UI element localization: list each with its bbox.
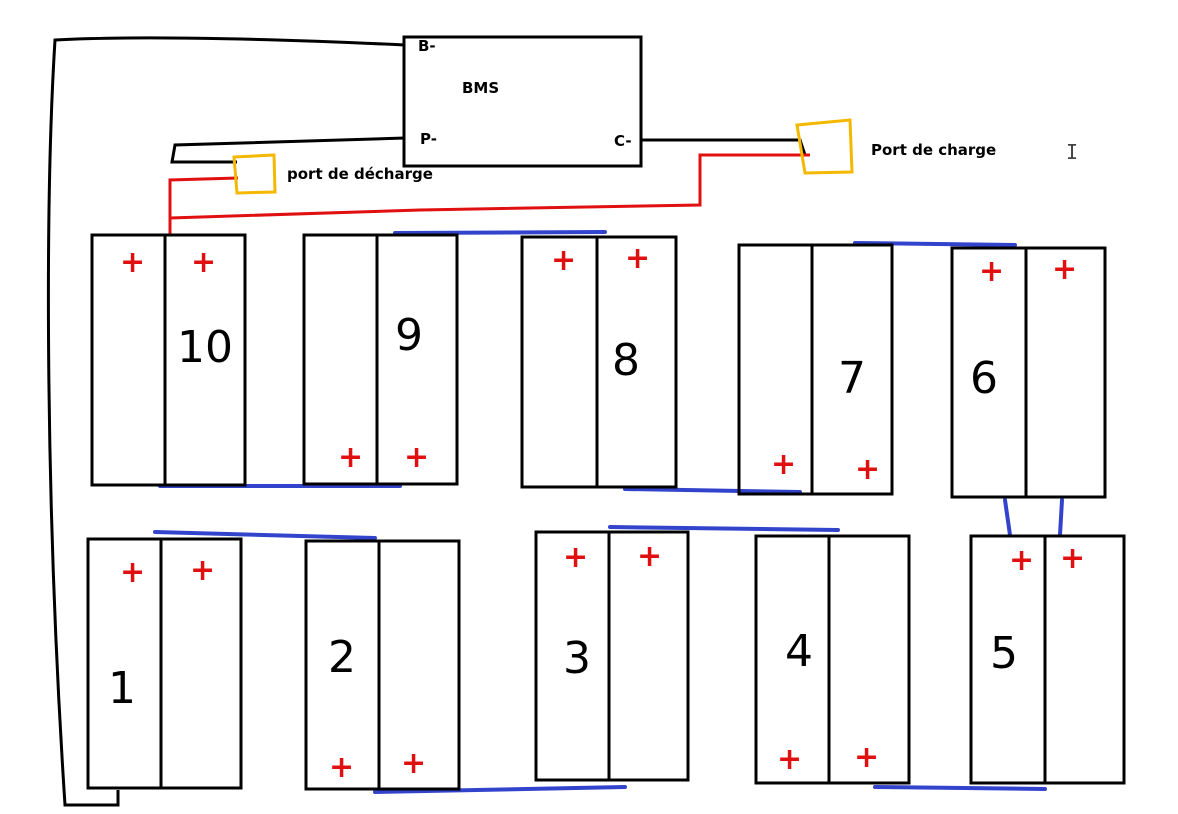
battery-number: 8 — [612, 335, 640, 386]
plus-mark: + — [404, 440, 429, 475]
battery-group-9: 9 + + — [302, 233, 459, 486]
red-wire-charge — [169, 153, 810, 220]
plus-mark: + — [551, 243, 576, 278]
plus-mark: + — [191, 245, 216, 280]
battery-group-8: 8 + + — [520, 235, 678, 489]
bms-box — [402, 35, 643, 168]
plus-mark: + — [979, 254, 1004, 289]
battery-outline — [969, 534, 1126, 785]
battery-outline — [754, 534, 911, 785]
bms-p-minus-label: P- — [420, 130, 437, 148]
black-wire-c-minus — [640, 138, 807, 156]
plus-mark: + — [120, 245, 145, 280]
plus-mark: + — [1060, 541, 1085, 576]
battery-group-5: 5 + + — [969, 534, 1126, 785]
battery-number: 6 — [970, 353, 998, 404]
bms-c-minus-label: C- — [614, 132, 632, 150]
battery-number: 7 — [838, 353, 866, 404]
plus-mark: + — [771, 447, 796, 482]
plus-mark: + — [625, 241, 650, 276]
plus-mark: + — [854, 740, 879, 775]
charge-port-label: Port de charge — [871, 141, 996, 159]
discharge-port-label: port de décharge — [287, 165, 433, 183]
battery-outline — [737, 243, 894, 496]
black-wire-p-minus — [170, 136, 406, 164]
battery-group-4: 4 + + — [754, 534, 911, 785]
plus-mark: + — [1009, 543, 1034, 578]
battery-group-1: 1 + + — [86, 537, 243, 790]
battery-outline — [520, 235, 678, 489]
bms-title: BMS — [462, 79, 499, 97]
battery-number: 1 — [108, 663, 136, 714]
plus-mark: + — [777, 742, 802, 777]
battery-group-7: 7 + + — [737, 243, 894, 496]
battery-outline — [304, 539, 461, 791]
plus-mark: + — [855, 452, 880, 487]
text-cursor-icon: I — [1066, 140, 1078, 164]
battery-number: 10 — [177, 322, 233, 373]
battery-outline — [86, 537, 243, 790]
battery-group-2: 2 + + — [304, 539, 461, 791]
battery-number: 2 — [328, 632, 356, 683]
plus-mark: + — [120, 555, 145, 590]
battery-group-6: 6 + + — [950, 246, 1107, 499]
battery-outline — [90, 233, 247, 487]
battery-number: 5 — [990, 628, 1018, 679]
bms-b-minus-label: B- — [418, 37, 436, 55]
battery-number: 3 — [563, 633, 591, 684]
plus-mark: + — [329, 750, 354, 785]
plus-mark: + — [1052, 252, 1077, 287]
charge-port — [795, 118, 854, 175]
battery-number: 4 — [785, 626, 813, 677]
plus-mark: + — [563, 540, 588, 575]
discharge-port — [232, 153, 277, 195]
battery-number: 9 — [395, 310, 423, 361]
red-wire-discharge — [168, 176, 239, 235]
battery-outline — [302, 233, 459, 486]
plus-mark: + — [190, 553, 215, 588]
black-wire-b-minus — [46, 36, 406, 807]
battery-group-3: 3 + + — [534, 530, 690, 782]
battery-outline — [950, 246, 1107, 499]
plus-mark: + — [338, 440, 363, 475]
plus-mark: + — [637, 539, 662, 574]
plus-mark: + — [401, 746, 426, 781]
battery-outline — [534, 530, 690, 782]
battery-group-10: 10 + + — [90, 233, 247, 487]
